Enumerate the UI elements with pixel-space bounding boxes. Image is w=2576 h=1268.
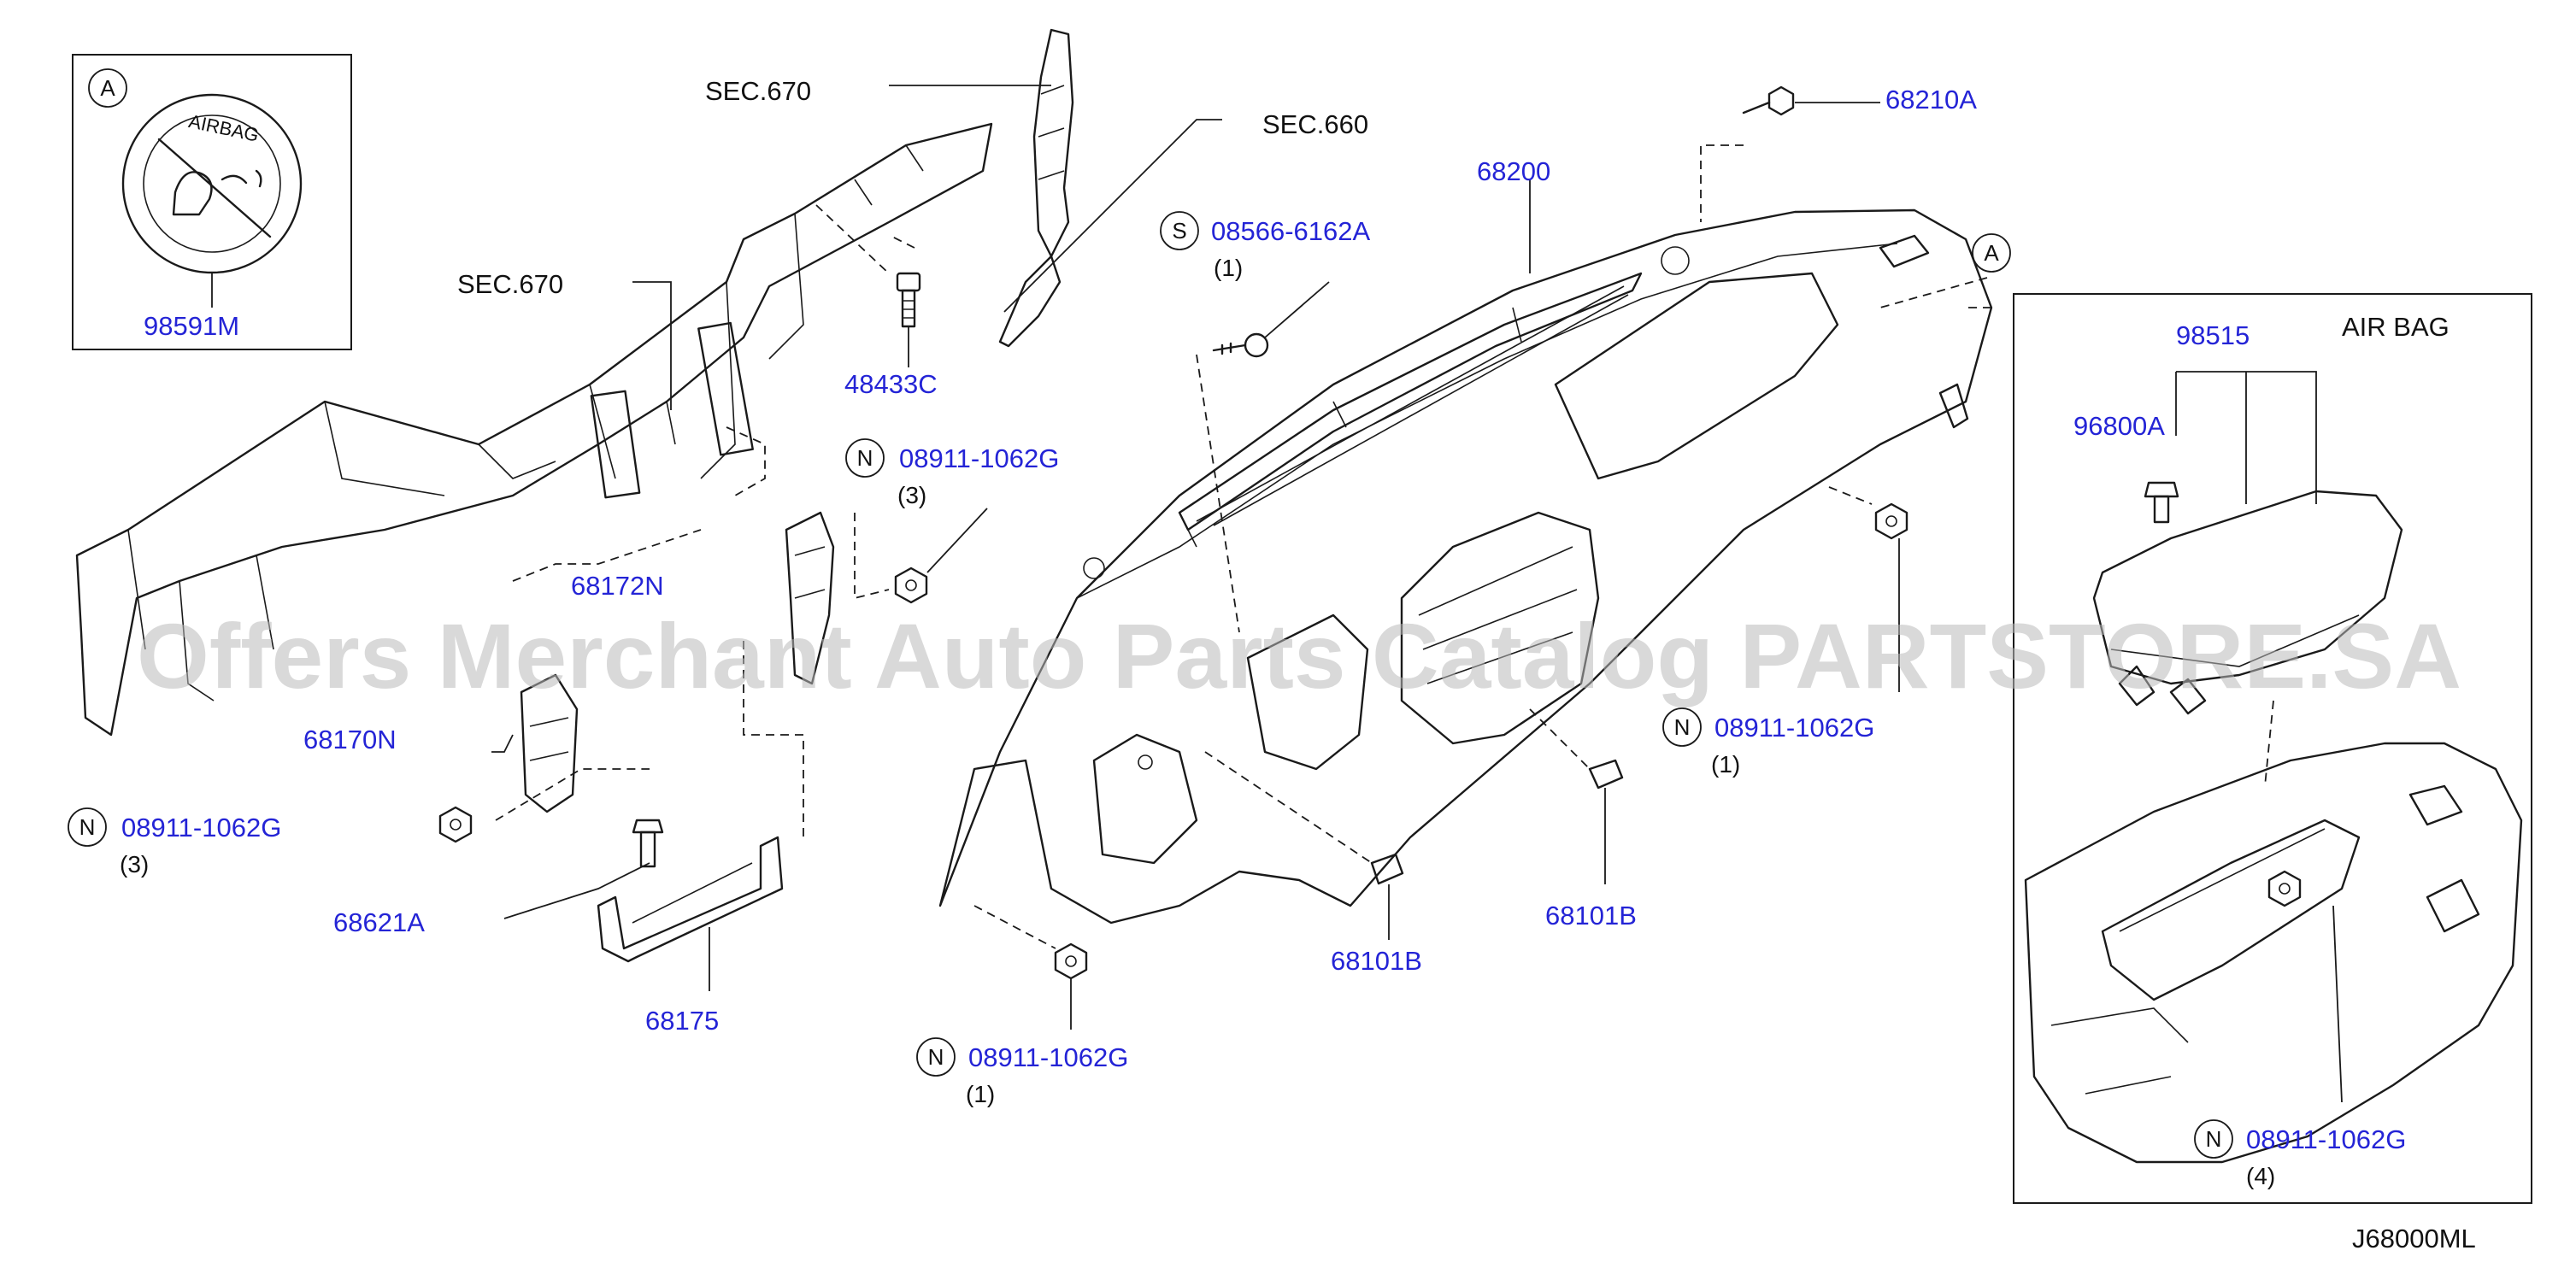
clip-68621a-icon bbox=[632, 819, 664, 868]
part-68172n-label: 68172N bbox=[571, 571, 664, 601]
n-right-circle bbox=[1662, 707, 1702, 747]
steering-member-drawing bbox=[75, 122, 993, 737]
sec670-left-label: SEC.670 bbox=[457, 269, 563, 299]
n-airbag-qty: (4) bbox=[2246, 1163, 2275, 1189]
n-bottom-part-label: 08911-1062G bbox=[968, 1042, 1128, 1072]
bolt-48433c-icon bbox=[896, 272, 921, 328]
inset-a-panel: A AIRBAG 98591M bbox=[72, 54, 352, 350]
part-68210a-label: 68210A bbox=[1885, 85, 1977, 114]
n-right-part-label: 08911-1062G bbox=[1714, 713, 1874, 743]
n-left-part-label: 08911-1062G bbox=[121, 813, 281, 842]
n-airbag-circle bbox=[2194, 1119, 2233, 1159]
airbag-module-drawing bbox=[2092, 490, 2403, 715]
part-68170n-label: 68170N bbox=[303, 725, 397, 754]
sec660-label: SEC.660 bbox=[1262, 109, 1368, 139]
clip-68101b-right-icon bbox=[1588, 759, 1624, 790]
airbag-warning-badge-icon: AIRBAG bbox=[121, 93, 303, 274]
badge-airbag-text: AIRBAG bbox=[187, 110, 262, 146]
watermark-text: Offers Merchant Auto Parts Catalog PARTS… bbox=[137, 604, 2461, 707]
part-98591m-label: 98591M bbox=[144, 311, 239, 341]
text-labels: SEC.670 SEC.670 SEC.660 48433C 68210A 68… bbox=[68, 76, 2476, 1253]
nut-bottom-icon bbox=[1054, 942, 1088, 980]
n-right-prefix: N bbox=[1674, 714, 1691, 740]
clip-96800a-icon bbox=[2144, 481, 2179, 524]
s-screw-part-label: 08566-6162A bbox=[1211, 216, 1370, 246]
s-prefix-circle bbox=[1160, 211, 1199, 250]
marker-a: A bbox=[1984, 240, 1999, 266]
n-left-circle bbox=[68, 807, 107, 847]
n-bottom-prefix: N bbox=[928, 1044, 944, 1070]
diagram-code: J68000ML bbox=[2352, 1224, 2476, 1253]
n-upper-qty: (3) bbox=[897, 482, 926, 508]
upper-bracket-drawing bbox=[998, 28, 1074, 348]
inset-a-marker-circle bbox=[88, 68, 127, 108]
n-left-qty: (3) bbox=[120, 851, 149, 878]
n-upper-part-label: 08911-1062G bbox=[899, 443, 1059, 473]
airbag-inset-title: AIR BAG bbox=[2342, 312, 2450, 342]
part-68101b-left-label: 68101B bbox=[1331, 946, 1422, 976]
marker-a-circle bbox=[1972, 233, 2011, 273]
n-bottom-circle bbox=[916, 1037, 956, 1077]
airbag-inset-panel bbox=[2013, 293, 2532, 1204]
n-airbag-prefix: N bbox=[2206, 1126, 2222, 1152]
nut-right-icon bbox=[1874, 502, 1908, 540]
brackets-drawing bbox=[438, 426, 988, 991]
part-68200-label: 68200 bbox=[1477, 156, 1550, 186]
s-screw-qty: (1) bbox=[1214, 255, 1243, 281]
part-68101b-right-label: 68101B bbox=[1545, 901, 1637, 930]
s-screw-prefix: S bbox=[1172, 218, 1186, 244]
n-airbag-part-label: 08911-1062G bbox=[2246, 1124, 2406, 1154]
n-left-prefix: N bbox=[79, 814, 96, 840]
part-96800a-label: 96800A bbox=[2073, 411, 2165, 441]
part-98515-label: 98515 bbox=[2176, 320, 2250, 350]
n-right-qty: (1) bbox=[1711, 751, 1740, 778]
nut-upper-icon bbox=[894, 566, 928, 604]
clip-68101b-left-icon bbox=[1370, 853, 1404, 885]
nut-airbag-icon bbox=[2267, 870, 2302, 907]
n-bottom-qty: (1) bbox=[966, 1081, 995, 1107]
inset-a-marker: A bbox=[100, 75, 115, 101]
part-48433c-label: 48433C bbox=[844, 369, 938, 399]
n-upper-circle bbox=[845, 438, 885, 478]
center-leaders bbox=[973, 85, 1991, 1030]
screw-08566-icon bbox=[1212, 332, 1269, 358]
part-68621a-label: 68621A bbox=[333, 907, 425, 937]
bolt-68210a-icon bbox=[1742, 85, 1795, 116]
sec670-top-label: SEC.670 bbox=[705, 76, 811, 106]
instrument-panel-drawing bbox=[938, 208, 1993, 925]
left-leader-lines bbox=[632, 85, 1222, 410]
nut-left-icon bbox=[438, 806, 473, 843]
part-68175-label: 68175 bbox=[645, 1006, 719, 1036]
n-upper-prefix: N bbox=[857, 445, 873, 471]
dashboard-cutaway-drawing bbox=[2024, 742, 2523, 1164]
